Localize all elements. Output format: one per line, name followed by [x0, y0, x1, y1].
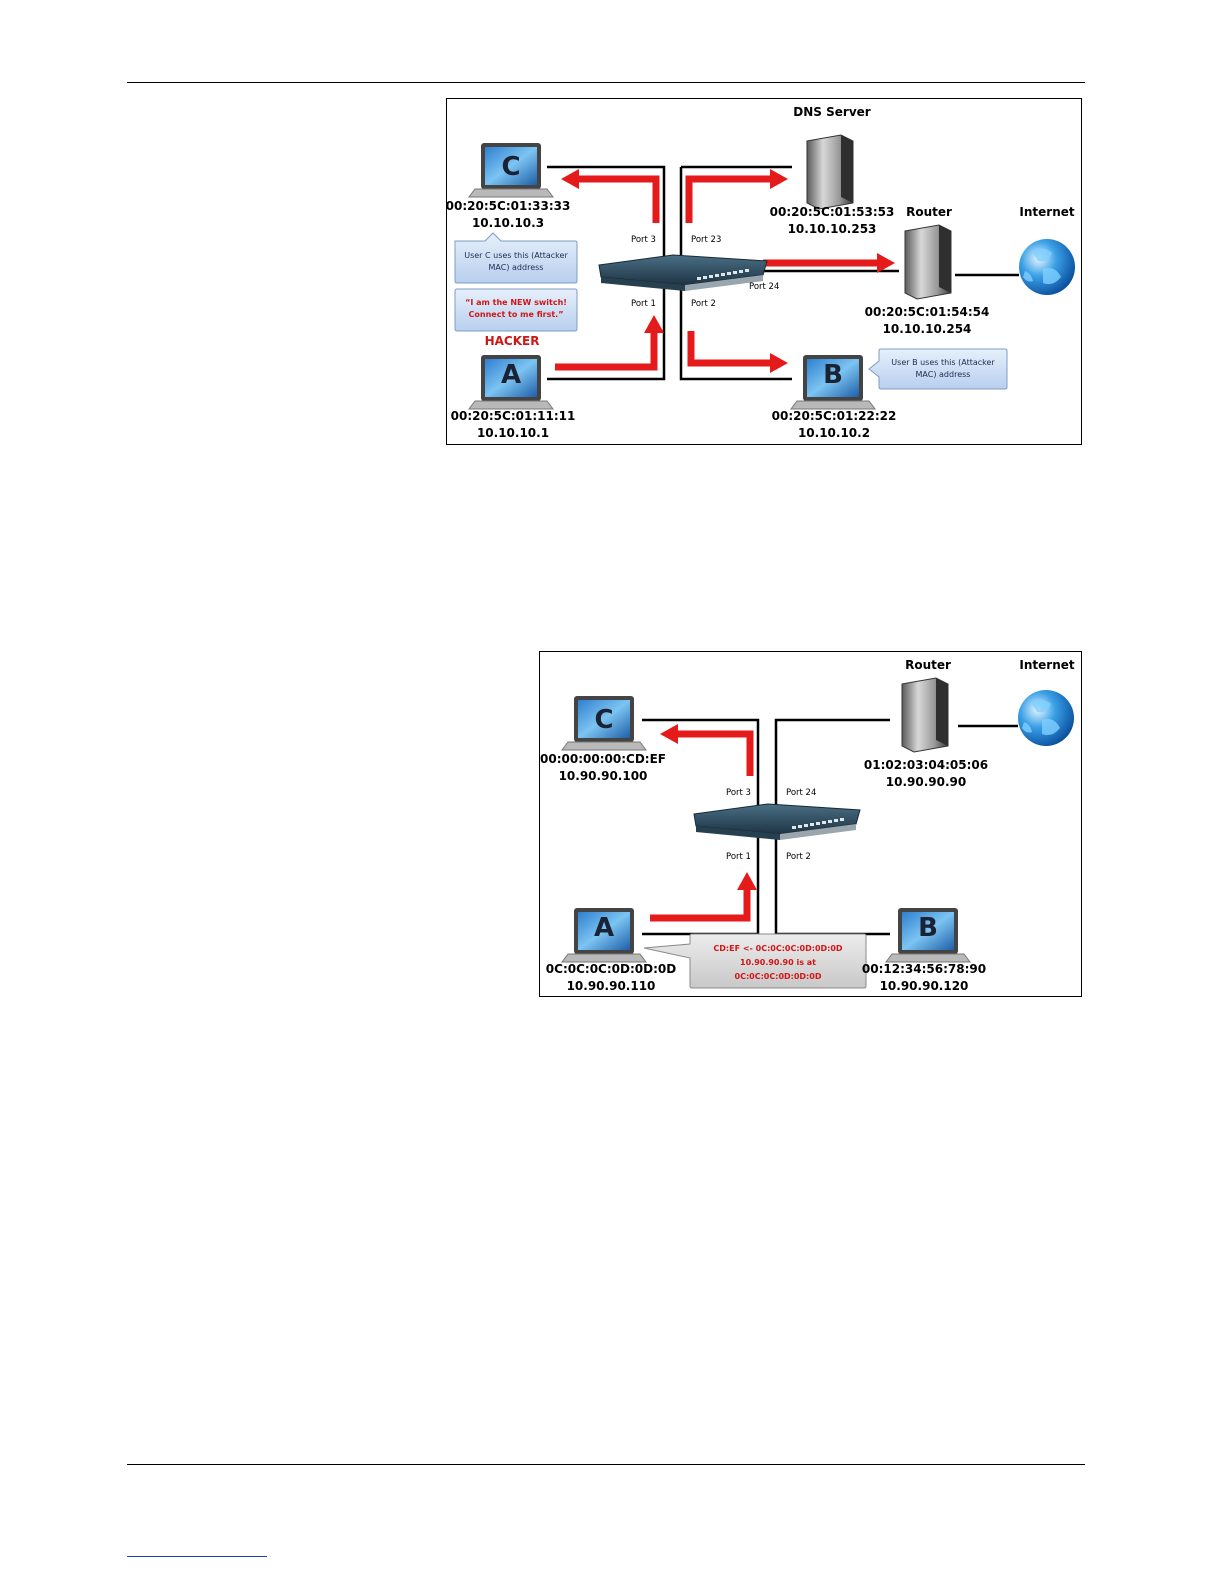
diagram-2-canvas: C A B CD:EF <- 0C:0C:0C:0D:0D:0D 10.90.9…: [540, 658, 1075, 993]
arrow-from-a: [555, 331, 658, 371]
port-24-label-2: Port 24: [786, 788, 816, 798]
callout-user-c: User C uses this (Attacker MAC) address: [454, 232, 578, 284]
host-b-mac-2: 00:12:34:56:78:90: [862, 962, 986, 976]
arrowhead-router: [877, 253, 895, 273]
internet-title-2: Internet: [1019, 658, 1074, 672]
dns-server-mac: 00:20:5C:01:53:53: [770, 205, 895, 219]
arrowhead-dns: [770, 169, 788, 189]
dns-server-ip: 10.10.10.253: [788, 222, 877, 236]
port-1-label-2: Port 1: [726, 852, 751, 862]
callout-arp-reply: CD:EF <- 0C:0C:0C:0D:0D:0D 10.90.90.90 i…: [643, 933, 867, 989]
host-c-mac-2: 00:00:00:00:CD:EF: [540, 752, 666, 766]
arrow-to-c-2: [676, 730, 754, 776]
router-ip: 10.10.10.254: [883, 322, 972, 336]
router-server-icon-2: [901, 677, 949, 753]
host-a-ip: 10.10.10.1: [477, 426, 549, 440]
callout-c-line2: MAC) address: [489, 263, 544, 272]
callout-b-line1: User B uses this (Attacker: [891, 358, 995, 367]
port-24-label: Port 24: [749, 282, 779, 292]
footer-rule: [127, 1464, 1085, 1465]
switch-icon-2: [693, 803, 861, 840]
laptop-b-icon-2: [885, 908, 971, 963]
host-b-mac: 00:20:5C:01:22:22: [772, 409, 897, 423]
router-mac-2: 01:02:03:04:05:06: [864, 758, 988, 772]
arrow-to-dns: [685, 175, 772, 223]
internet-globe-icon: [1019, 239, 1075, 295]
arrowhead-c: [561, 169, 579, 189]
laptop-c-icon-2: [561, 696, 647, 751]
callout-arp-line3: 0C:0C:0C:0D:0D:0D: [735, 972, 822, 981]
router-server-icon: [904, 224, 952, 300]
arrow-heads-2: [660, 724, 757, 890]
arrow-to-c: [577, 175, 660, 223]
arrow-to-b: [687, 331, 772, 367]
host-a-ip-2: 10.90.90.110: [567, 979, 656, 993]
hacker-label: HACKER: [485, 334, 540, 348]
port-1-label: Port 1: [631, 299, 656, 309]
host-b-ip: 10.10.10.2: [798, 426, 870, 440]
host-b-letter-2: B: [918, 913, 938, 943]
host-c-ip: 10.10.10.3: [472, 216, 544, 230]
router-ip-2: 10.90.90.90: [886, 775, 966, 789]
internet-title: Internet: [1019, 205, 1074, 219]
host-b-ip-2: 10.90.90.120: [880, 979, 969, 993]
traffic-arrows-2: [650, 730, 754, 922]
dns-server-icon: [806, 134, 854, 210]
host-b-letter: B: [823, 360, 843, 390]
laptop-a-icon: [468, 355, 554, 410]
host-c-ip-2: 10.90.90.100: [559, 769, 648, 783]
callout-user-b: User B uses this (Attacker MAC) address: [868, 348, 1008, 390]
port-23-label: Port 23: [691, 235, 721, 245]
dns-server-title: DNS Server: [793, 105, 870, 119]
callout-hacker: “I am the NEW switch! Connect to me firs…: [454, 288, 578, 332]
arrowhead-b: [770, 353, 788, 373]
host-a-mac-2: 0C:0C:0C:0D:0D:0D: [546, 962, 676, 976]
callout-b-line2: MAC) address: [916, 370, 971, 379]
arp-spoofing-diagram-1: C A B User C uses this (Attacker MAC) ad…: [446, 98, 1082, 445]
router-mac: 00:20:5C:01:54:54: [865, 305, 990, 319]
arrowhead-c-2: [660, 724, 678, 744]
laptop-b-icon: [790, 355, 876, 410]
diagram-1-canvas: C A B User C uses this (Attacker MAC) ad…: [447, 105, 1075, 440]
host-a-mac: 00:20:5C:01:11:11: [451, 409, 576, 423]
router-title-2: Router: [905, 658, 951, 672]
callout-c-line1: User C uses this (Attacker: [464, 251, 568, 260]
arrow-from-a-2: [650, 888, 751, 922]
laptop-c-icon: [468, 143, 554, 198]
host-c-letter-2: C: [594, 705, 613, 735]
footer-link-underline: [127, 1556, 267, 1557]
host-c-mac: 00:20:5C:01:33:33: [447, 199, 570, 213]
internet-globe-icon-2: [1018, 690, 1074, 746]
callout-arp-line1: CD:EF <- 0C:0C:0C:0D:0D:0D: [713, 944, 843, 953]
callout-hacker-line2: Connect to me first.”: [469, 310, 564, 319]
laptop-a-icon-2: [561, 908, 647, 963]
host-c-letter: C: [501, 152, 520, 182]
router-title: Router: [906, 205, 952, 219]
host-a-letter: A: [501, 360, 521, 390]
callout-hacker-line1: “I am the NEW switch!: [465, 298, 567, 307]
host-a-letter-2: A: [594, 913, 614, 943]
switch-icon: [598, 254, 768, 291]
callout-arp-line2: 10.90.90.90 is at: [740, 958, 816, 967]
port-2-label-2: Port 2: [786, 852, 811, 862]
traffic-arrows: [555, 175, 879, 371]
arrowhead-a: [644, 315, 664, 333]
arrowhead-a-2: [737, 872, 757, 890]
port-3-label-2: Port 3: [726, 788, 751, 798]
arp-spoofing-diagram-2: C A B CD:EF <- 0C:0C:0C:0D:0D:0D 10.90.9…: [539, 651, 1082, 997]
port-3-label: Port 3: [631, 235, 656, 245]
port-2-label: Port 2: [691, 299, 716, 309]
arrow-heads: [561, 169, 895, 373]
header-rule: [127, 82, 1085, 83]
